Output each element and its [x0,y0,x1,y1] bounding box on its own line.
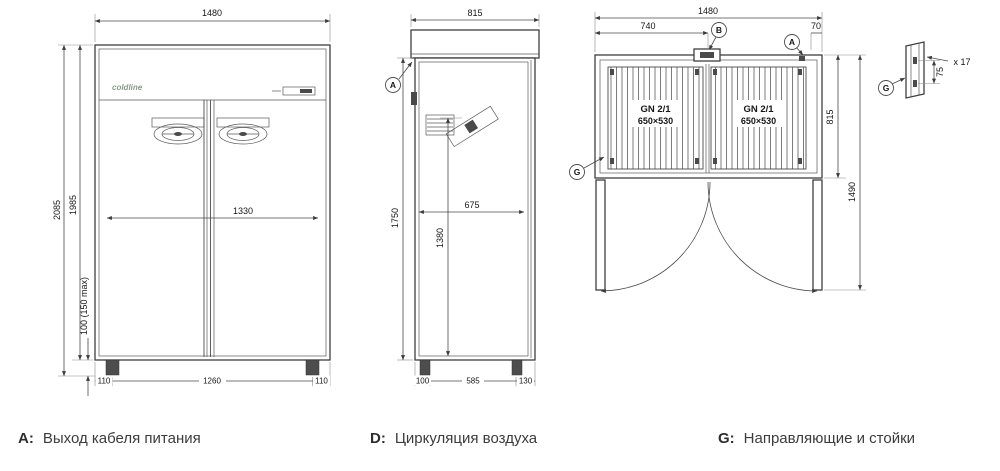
rail-pitch-label: 75 [935,67,945,77]
legend-item-d: D: Циркуляция воздуха [370,430,537,447]
side-top-unit [410,29,540,59]
legend-item-g: G: Направляющие и стойки [718,430,915,447]
side-inner-height-label: 1380 [435,228,445,248]
top-dim-half-width: 740 [594,21,709,48]
side-callout-a: A [385,61,413,93]
front-width-label: 1480 [202,8,222,18]
shelf-area-right: GN 2/1 650×530 [710,66,807,170]
side-leg-left [419,359,431,376]
rail-count-label: x 17 [953,57,970,67]
rail-dim-pitch: 75 [918,60,945,84]
top-depth-total-label: 1490 [847,182,857,202]
front-leg-left [105,359,120,376]
front-foot-span-label: 1260 [203,377,221,386]
side-dim-height: 1750 [390,57,413,361]
shelf-right-type-label: GN 2/1 [743,104,774,115]
side-dim-inner-depth: 675 [418,200,525,215]
front-dim-inner-width: 1330 [106,206,319,221]
side-dim-base: 100 585 130 [414,362,536,386]
air-circulation-fan [445,105,499,148]
legend-key-a: A: [18,430,34,447]
legend-item-a: A: Выход кабеля питания [18,430,201,447]
side-leg-right [511,359,523,376]
top-callout-a-label: A [789,37,795,47]
rail-count: x 17 [926,55,971,67]
door-seam [203,100,215,357]
top-dim-hinge-offset: 70 [810,21,822,50]
front-cabinet: coldline [94,44,331,376]
detail-callout-g-label: G [883,83,890,93]
top-callout-b-label: B [716,25,722,35]
top-hinge-offset-label: 70 [811,21,821,31]
brand-logo: coldline [112,83,143,92]
rail-bracket [905,41,925,99]
cable-outlet-mark [411,92,417,105]
top-half-width-label: 740 [640,21,655,31]
front-inner-width-label: 1330 [233,206,253,216]
front-cabinet-outline [94,44,331,361]
front-dim-base: 110 1260 110 [94,362,331,386]
rail-slot-top [913,57,917,64]
door-swing-arc-left [600,181,711,294]
shelf-left-size-label: 650×530 [638,116,673,126]
open-doors [595,179,823,294]
front-body-height-label: 1985 [68,195,78,215]
top-dim-depth-total: 1490 [824,54,866,291]
door-swing-arc-right [707,181,818,294]
top-callout-a: A [784,34,804,56]
open-door-right [812,179,823,291]
rail-slot-bottom [913,80,917,87]
front-view: 1480 2085 1985 100 (150 max) coldline [52,8,331,396]
legend-key-d: D: [370,430,386,447]
drawing-canvas: 1480 2085 1985 100 (150 max) coldline [52,6,971,396]
side-inner-depth-label: 675 [464,200,479,210]
front-leg-right [305,359,320,376]
top-callout-b: B [708,22,727,51]
legend-text-a: Выход кабеля питания [42,430,201,447]
top-callout-g-label: G [574,167,581,177]
control-panel [272,86,316,96]
legend: A: Выход кабеля питания D: Циркуляция возд… [0,430,1000,454]
top-view: 1480 740 70 B A [569,6,866,294]
top-cabinet: GN 2/1 650×530 GN 2/1 650×530 [594,48,823,179]
side-height-label: 1750 [390,208,400,228]
front-total-height-label: 2085 [52,200,62,220]
open-door-left [595,179,606,291]
top-callout-g: G [569,156,605,180]
legend-text-g: Направляющие и стойки [743,430,916,447]
legend-key-g: G: [718,430,735,447]
front-foot-left-label: 110 [98,377,111,386]
side-foot-left-label: 100 [416,377,430,386]
side-foot-right-label: 130 [519,377,533,386]
front-dim-width: 1480 [94,8,331,42]
side-callout-a-label: A [390,80,396,90]
side-body-outline [414,57,536,361]
shelf-right-size-label: 650×530 [741,116,776,126]
side-cabinet [410,29,540,376]
top-width-label: 1480 [698,6,718,16]
side-view: 815 A [385,8,540,386]
rail-detail: 75 x 17 G [878,41,971,99]
top-cable-outlet-mark [799,56,805,61]
side-dim-inner-height: 1380 [435,117,462,357]
fan-right [216,117,270,145]
top-depth-body-label: 815 [825,109,835,124]
side-dim-width: 815 [410,8,540,27]
legend-text-d: Циркуляция воздуха [394,430,538,447]
shelf-left-type-label: GN 2/1 [640,104,671,115]
side-width-label: 815 [467,8,482,18]
side-foot-span-label: 585 [466,377,480,386]
front-foot-right-label: 110 [315,377,328,386]
shelf-area-left: GN 2/1 650×530 [607,66,704,170]
detail-callout-g: G [878,77,906,96]
front-legs-height-label: 100 (150 max) [79,277,89,335]
